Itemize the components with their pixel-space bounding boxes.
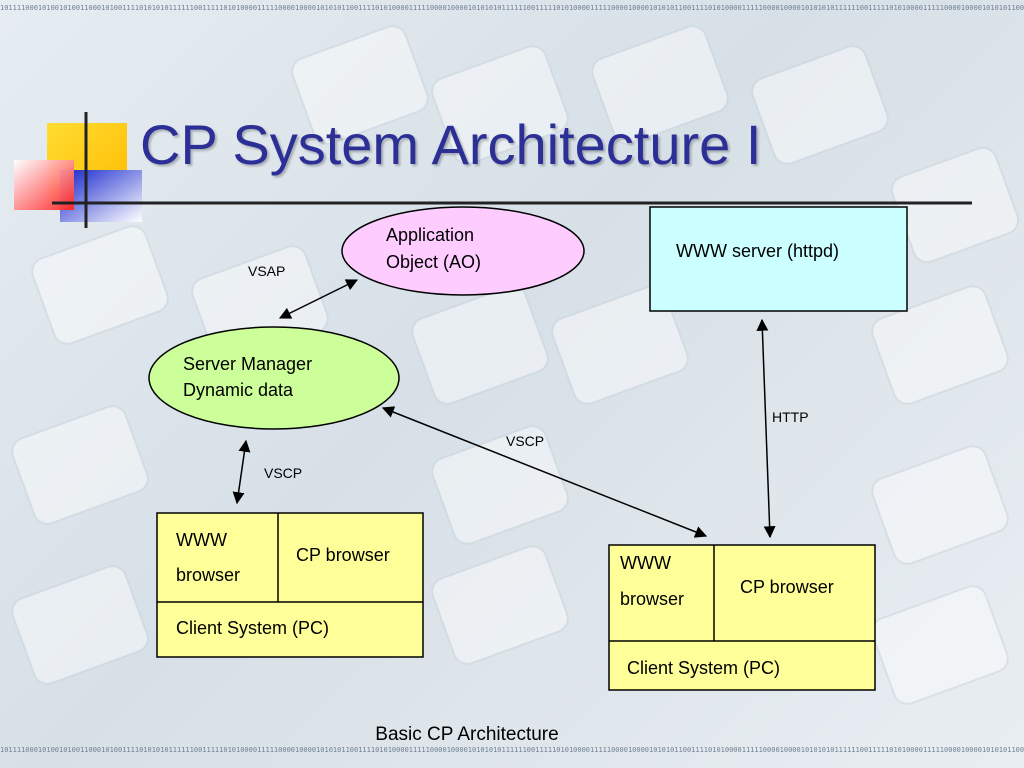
vsap-arrow <box>278 279 359 319</box>
vscp-diagonal-label: VSCP <box>506 433 545 449</box>
client-right-www-line2: browser <box>620 589 685 609</box>
client-right-node <box>608 544 876 691</box>
binary-strip-bottom: 1011110001010010100110001010011110101010… <box>0 746 1024 754</box>
vscp-diagonal-arrow <box>381 406 708 538</box>
vscp-left-arrow <box>232 439 251 505</box>
ao-label-line2: Object (AO) <box>386 252 482 272</box>
vsap-label: VSAP <box>248 263 286 279</box>
www-server-label: WWW server (httpd) <box>676 241 840 261</box>
application-object-node <box>341 206 585 296</box>
client-left-www-line2: browser <box>176 565 241 585</box>
server-manager-label-line2: Dynamic data <box>183 380 294 400</box>
vscp-left-label: VSCP <box>264 465 303 481</box>
client-left-system: Client System (PC) <box>176 618 330 638</box>
slide-title: CP System Architecture I <box>140 113 762 176</box>
slide-footer: Basic CP Architecture <box>375 724 559 745</box>
server-manager-node <box>148 326 400 430</box>
client-left-node <box>156 512 424 658</box>
client-left-www-line1: WWW <box>176 530 227 550</box>
binary-strip-top: 1011110001010010100110001010011110101010… <box>0 4 1024 12</box>
client-right-cp-browser: CP browser <box>740 577 834 597</box>
server-manager-label-line1: Server Manager <box>183 354 313 374</box>
client-right-system: Client System (PC) <box>627 658 781 678</box>
http-arrow <box>756 318 776 539</box>
ao-label-line1: Application <box>386 225 475 245</box>
http-label: HTTP <box>772 409 809 425</box>
www-server-node <box>649 206 908 312</box>
client-right-www-line1: WWW <box>620 553 671 573</box>
client-left-cp-browser: CP browser <box>296 545 390 565</box>
